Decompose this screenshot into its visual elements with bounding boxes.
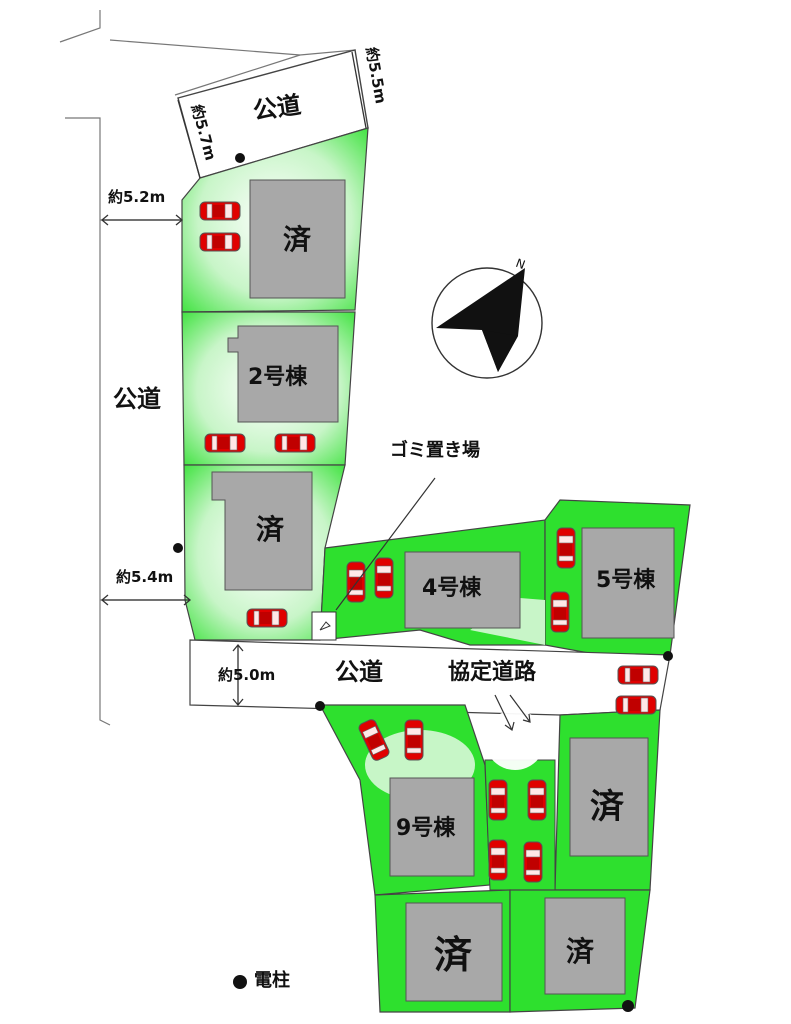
buildings [211,179,675,1002]
lot-3-label: 済 [256,513,285,546]
garbage-station [311,611,337,641]
lot-2-label: 2号棟 [248,365,308,390]
lot-5-label: 5号棟 [596,568,656,593]
middle-road-label: 公道 [335,658,383,686]
lot-1-label: 済 [283,223,312,256]
lot-9-label: 9号棟 [396,816,456,841]
lot-4-label: 4号棟 [422,576,482,601]
building-2 [227,325,339,423]
pole [663,651,673,661]
lot-11-label: 済 [566,935,595,968]
agreement-road-label: 協定道路 [448,660,537,685]
building-5 [581,527,675,639]
pole [315,701,325,711]
garbage-leader-line [335,477,436,611]
dimension-lines [100,51,367,707]
garbage-station-label: ゴミ置き場 [390,440,480,461]
pole [622,1000,634,1012]
building-10 [405,902,503,1002]
legend-pole-label: 電柱 [254,970,290,991]
dimension-left-upper: 約5.2m [108,188,166,206]
dimension-middle: 約5.0m [218,666,276,684]
building-4 [404,551,521,629]
building-11 [544,897,626,995]
top-road-label: 公道 [251,90,303,126]
building-3 [211,471,313,591]
dimension-left-lower: 約5.4m [116,568,174,586]
agreement-road-arrows [494,694,531,732]
building-9 [389,777,475,877]
pole [235,153,245,163]
building-1 [249,179,346,299]
utility-poles [173,153,673,1012]
legend-pole-icon [233,975,247,989]
left-road-label: 公道 [113,385,161,413]
building-6 [569,737,649,857]
pole [173,543,183,553]
lot-10-label: 済 [434,933,473,977]
lot-6-label: 済 [590,787,624,827]
compass [431,267,543,379]
